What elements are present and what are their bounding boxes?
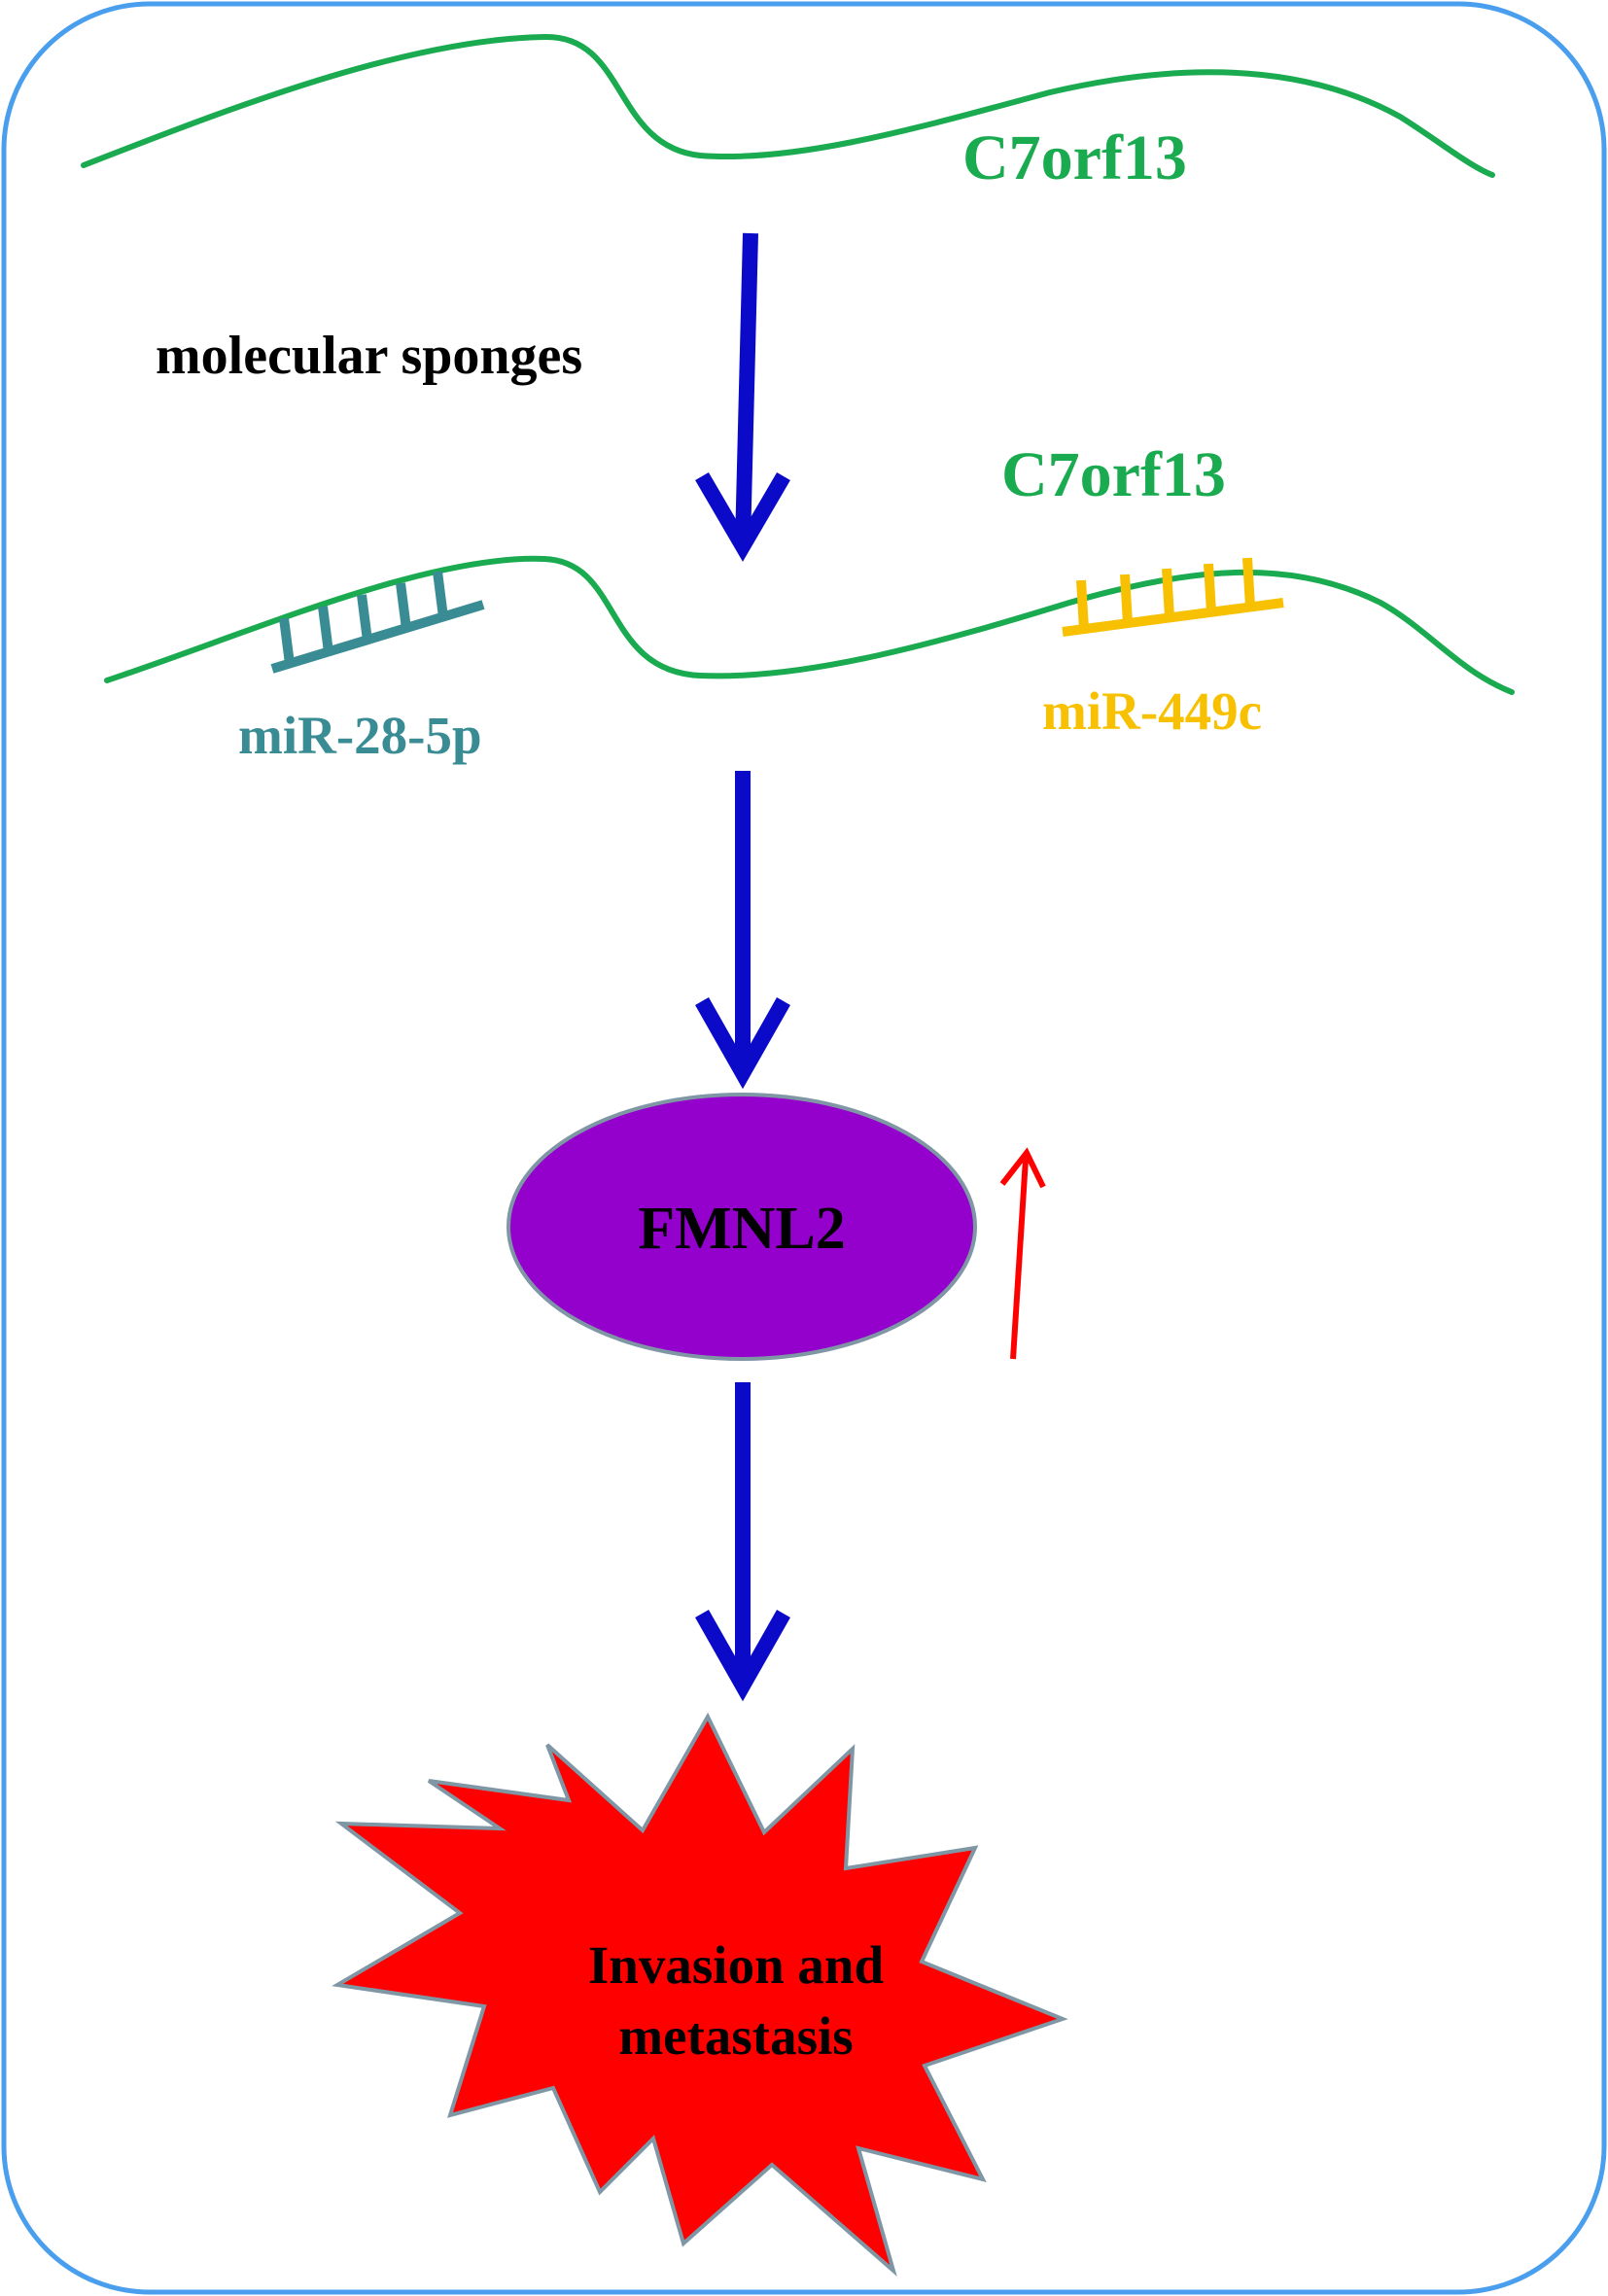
arrow-down-icon [695, 1382, 790, 1702]
mirna-right-label: miR-449c [1042, 681, 1262, 741]
outcome-label-line2: metastasis [618, 2006, 853, 2066]
outcome-label-line1: Invasion and [588, 1935, 884, 1995]
mirna-left-label: miR-28-5p [238, 706, 482, 765]
rna-strand-mid [104, 555, 1515, 695]
arrow-up-icon [999, 1147, 1046, 1360]
molecule-label-top: C7orf13 [962, 122, 1187, 193]
target-gene-label: FMNL2 [638, 1196, 846, 1262]
molecule-label-mid: C7orf13 [1001, 439, 1226, 510]
arrow-down-icon [695, 232, 790, 562]
mirna-left-icon [270, 571, 485, 674]
target-gene-node [507, 1093, 977, 1361]
rna-strand-top [81, 33, 1495, 178]
starburst-icon [332, 1712, 1068, 2277]
arrow-down-icon [695, 771, 790, 1090]
mirna-right-icon [1062, 557, 1284, 637]
mechanism-label: molecular sponges [156, 326, 582, 386]
